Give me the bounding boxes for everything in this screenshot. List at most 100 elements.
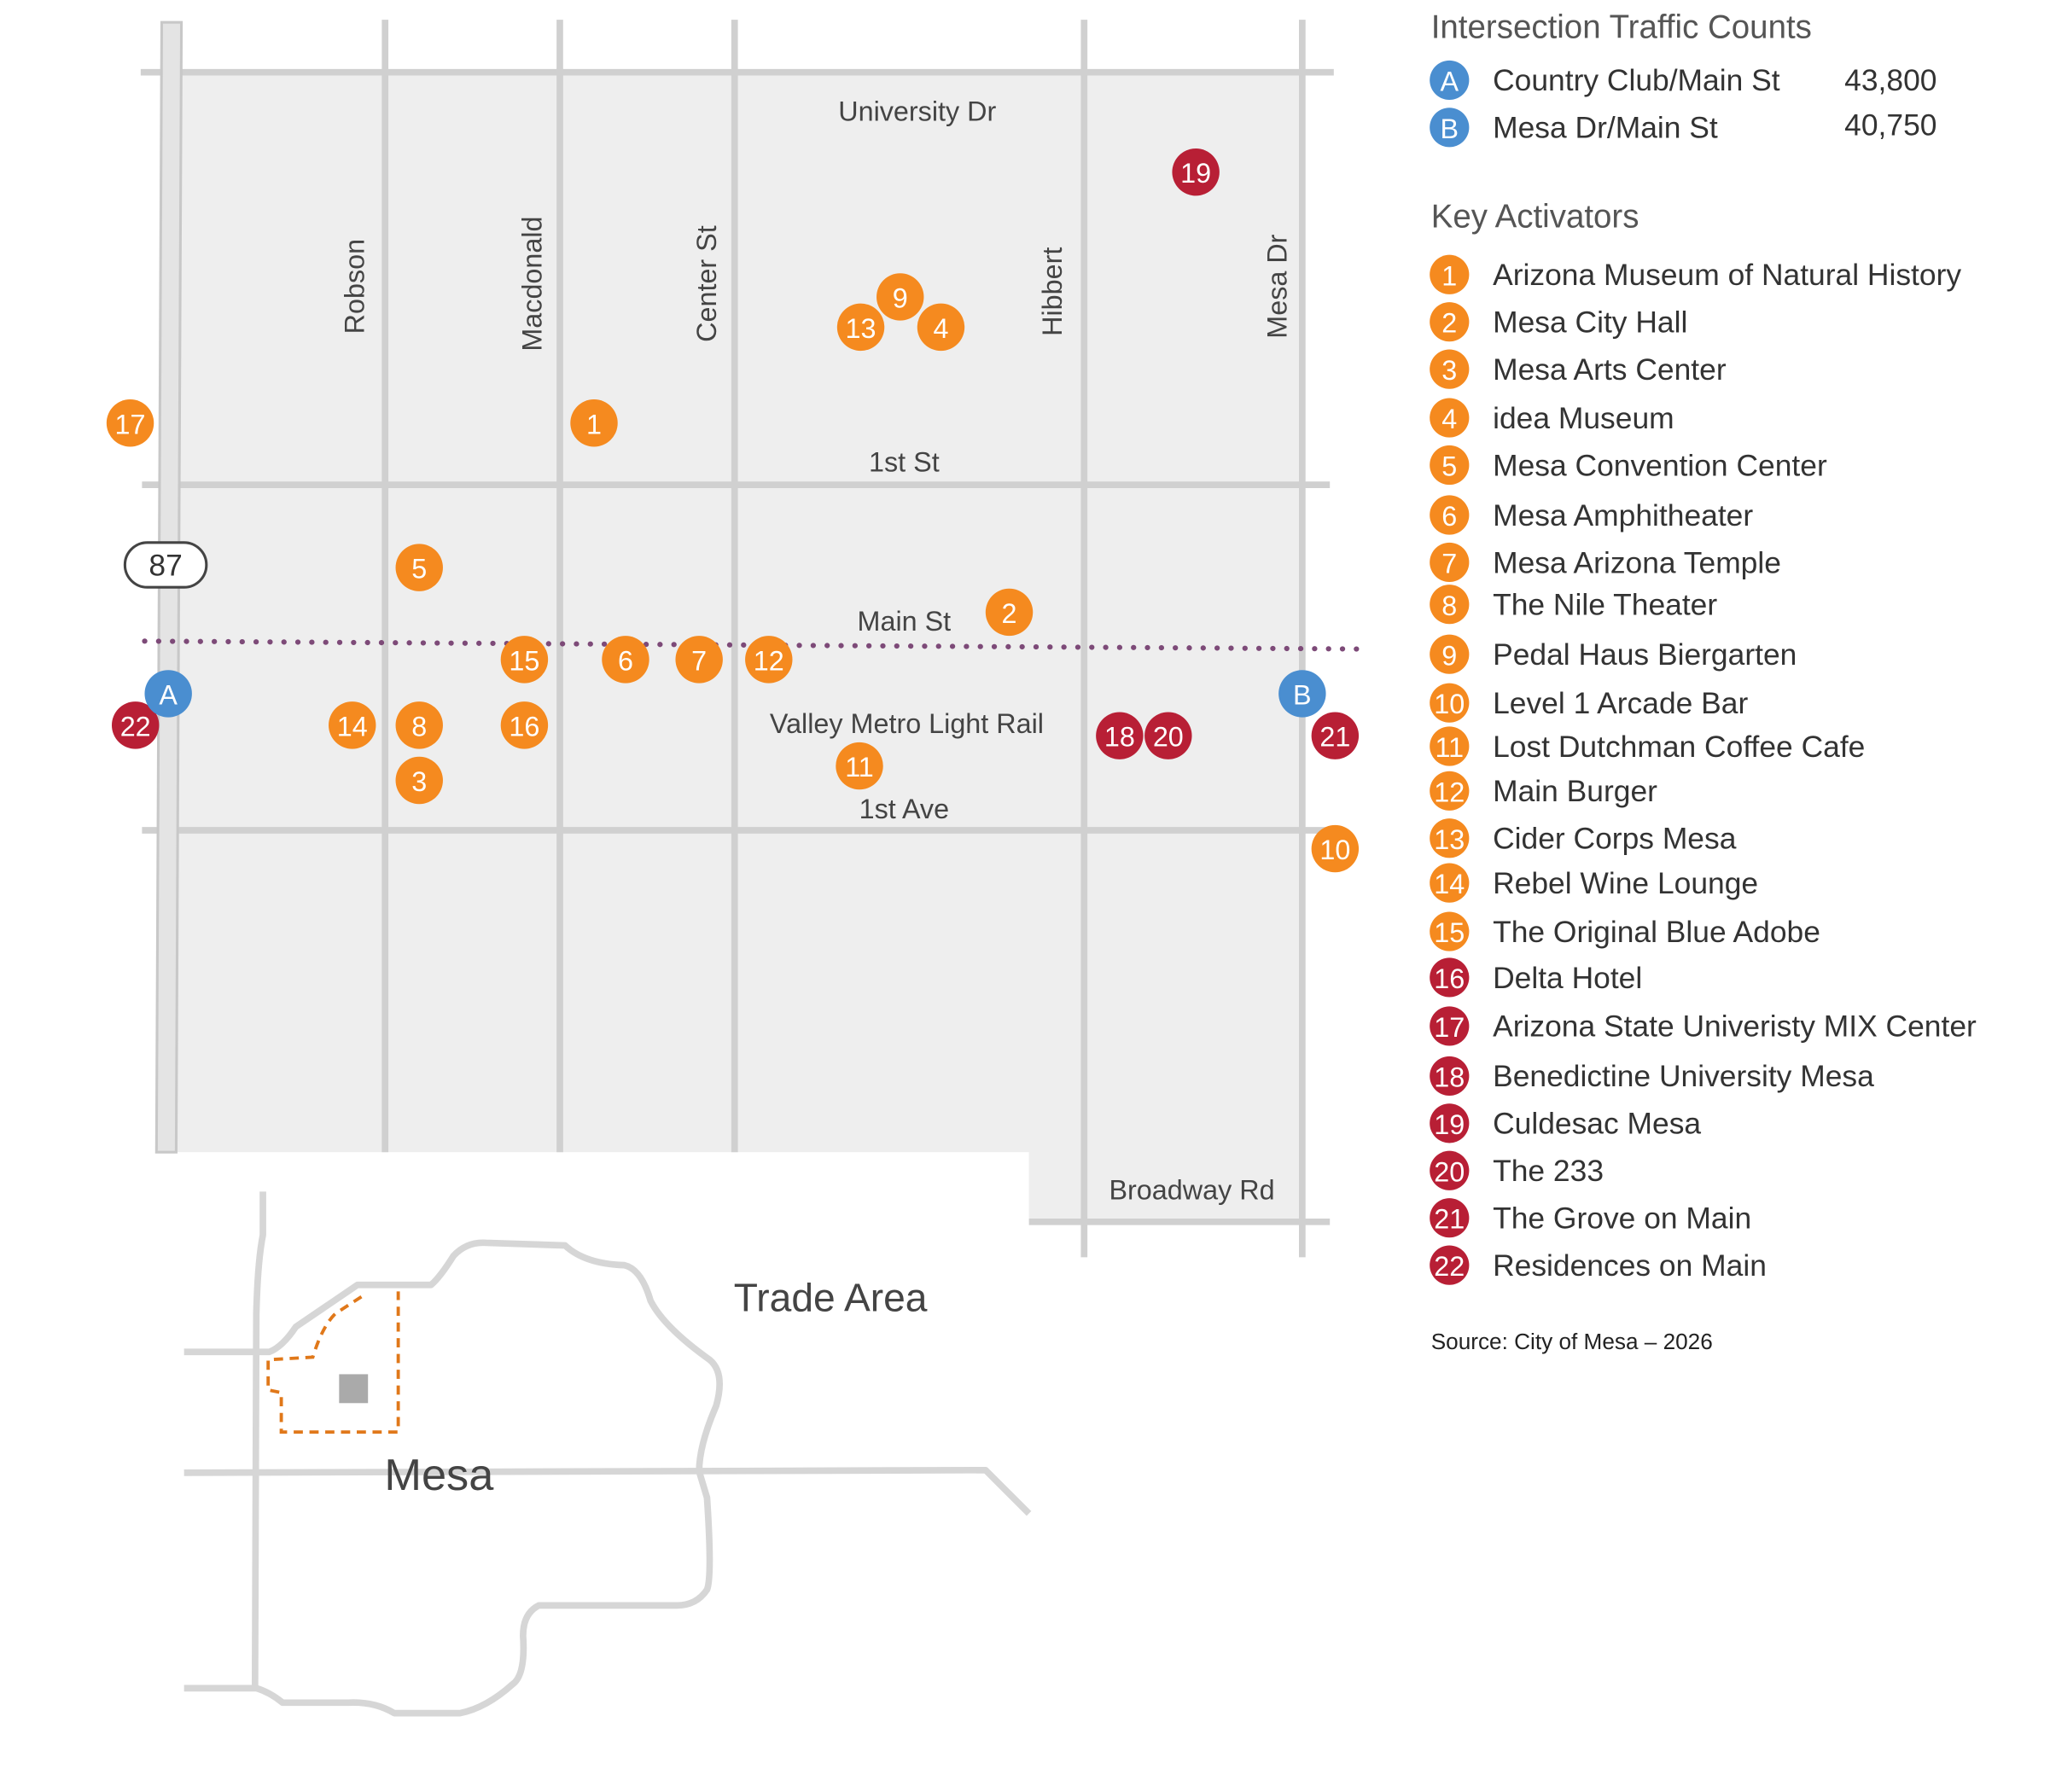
map-marker-5: 5 [395, 544, 443, 591]
marker-circle [395, 756, 443, 805]
map-marker-B: B [1278, 670, 1326, 718]
intersection-name: Country Club/Main St [1493, 63, 1780, 97]
map-marker-14: 14 [329, 701, 376, 749]
activator-name: Mesa Arizona Temple [1493, 545, 1781, 579]
label-1st-st: 1st St [869, 447, 940, 478]
marker-circle [106, 399, 154, 447]
marker-circle [500, 636, 549, 684]
activator-badge: 21 [1430, 1198, 1470, 1238]
highway-87-shield: 87 [123, 541, 208, 589]
marker-label: 6 [618, 645, 633, 676]
marker-label: 16 [509, 711, 539, 742]
activator-name: Mesa Amphitheater [1493, 498, 1753, 532]
map-marker-13: 13 [836, 303, 885, 352]
activator-badge: 18 [1430, 1056, 1470, 1097]
marker-circle [1144, 712, 1192, 759]
map-marker-11: 11 [836, 742, 883, 790]
activator-name: Arizona State Univeristy MIX Center [1493, 1009, 1977, 1044]
marker-label: 22 [1434, 1251, 1465, 1282]
marker-circle [1430, 818, 1470, 858]
activator-name: Lost Dutchman Coffee Cafe [1493, 730, 1865, 764]
activator-legend-item: 7 Mesa Arizona Temple [1430, 542, 1781, 583]
marker-circle [1430, 634, 1470, 674]
marker-circle [1430, 1103, 1470, 1143]
activator-badge: 8 [1430, 585, 1470, 625]
activator-name: Delta Hotel [1493, 961, 1642, 995]
intersection-name: Mesa Dr/Main St [1493, 111, 1718, 145]
map-marker-1: 1 [570, 399, 618, 447]
activator-name: Mesa City Hall [1493, 305, 1687, 340]
marker-circle [1311, 712, 1360, 759]
activator-name: Level 1 Arcade Bar [1493, 686, 1748, 720]
activator-legend-item: 2 Mesa City Hall [1430, 302, 1687, 342]
marker-label: 17 [1434, 1012, 1465, 1043]
activator-badge: 7 [1430, 542, 1470, 583]
activator-name: Mesa Arts Center [1493, 352, 1727, 387]
marker-circle [1430, 542, 1470, 583]
activator-badge: 12 [1430, 771, 1470, 811]
marker-label: 6 [1441, 501, 1457, 532]
activator-badge: 14 [1430, 863, 1470, 903]
marker-circle [836, 742, 883, 790]
marker-label: 5 [1441, 451, 1457, 482]
activator-name: Pedal Haus Biergarten [1493, 637, 1797, 672]
marker-label: 17 [115, 409, 146, 439]
marker-label: 21 [1319, 722, 1350, 753]
map-marker-2: 2 [985, 588, 1034, 637]
marker-label: 2 [1441, 308, 1457, 339]
marker-label: 15 [509, 645, 539, 676]
map-marker-4: 4 [917, 303, 965, 352]
traffic-count: 40,750 [1844, 108, 1936, 143]
activator-legend-item: 6 Mesa Amphitheater [1430, 495, 1753, 535]
activator-legend-item: 9 Pedal Haus Biergarten [1430, 634, 1797, 674]
marker-circle [1096, 712, 1144, 759]
downtown-map: University Dr 1st St Main St Valley Metr… [106, 20, 1363, 1258]
activator-name: Culdesac Mesa [1493, 1107, 1701, 1141]
marker-label: 8 [1441, 591, 1457, 621]
activator-badge: 6 [1430, 495, 1470, 535]
map-marker-22: 22 [111, 701, 160, 749]
marker-label: B [1293, 679, 1312, 710]
activator-badge: 11 [1430, 726, 1470, 766]
marker-label: 20 [1153, 722, 1184, 753]
marker-label: 12 [1434, 777, 1465, 807]
marker-circle [1430, 911, 1470, 951]
marker-label: 7 [691, 645, 707, 676]
marker-label: 10 [1319, 835, 1350, 865]
marker-label: B [1440, 113, 1459, 144]
marker-circle [500, 701, 549, 749]
activator-badge: 9 [1430, 634, 1470, 674]
marker-circle [1430, 302, 1470, 342]
marker-circle [1430, 683, 1470, 723]
activator-badge: 16 [1430, 957, 1470, 998]
marker-circle [876, 273, 924, 321]
marker-circle [1430, 398, 1470, 438]
map-marker-17: 17 [106, 399, 154, 447]
map-marker-10: 10 [1311, 824, 1360, 873]
marker-label: 18 [1104, 722, 1135, 753]
activator-badge: 2 [1430, 302, 1470, 342]
marker-label: A [1440, 66, 1459, 96]
downtown-boundary [266, 1291, 400, 1434]
marker-circle [602, 636, 649, 684]
marker-circle [675, 636, 723, 684]
traffic-legend-item: B Mesa Dr/Main St 40,750 [1430, 108, 1936, 148]
mesa-label: Mesa [384, 1451, 494, 1500]
marker-label: 11 [1436, 732, 1465, 763]
marker-circle [1430, 957, 1470, 998]
marker-label: 19 [1180, 158, 1211, 189]
marker-circle [1430, 1198, 1470, 1238]
marker-circle [1430, 60, 1470, 101]
activator-name: Cider Corps Mesa [1493, 822, 1737, 856]
marker-label: 14 [1434, 869, 1465, 899]
label-broadway-rd: Broadway Rd [1109, 1175, 1274, 1206]
activator-badge: 4 [1430, 398, 1470, 438]
marker-circle [144, 670, 192, 718]
